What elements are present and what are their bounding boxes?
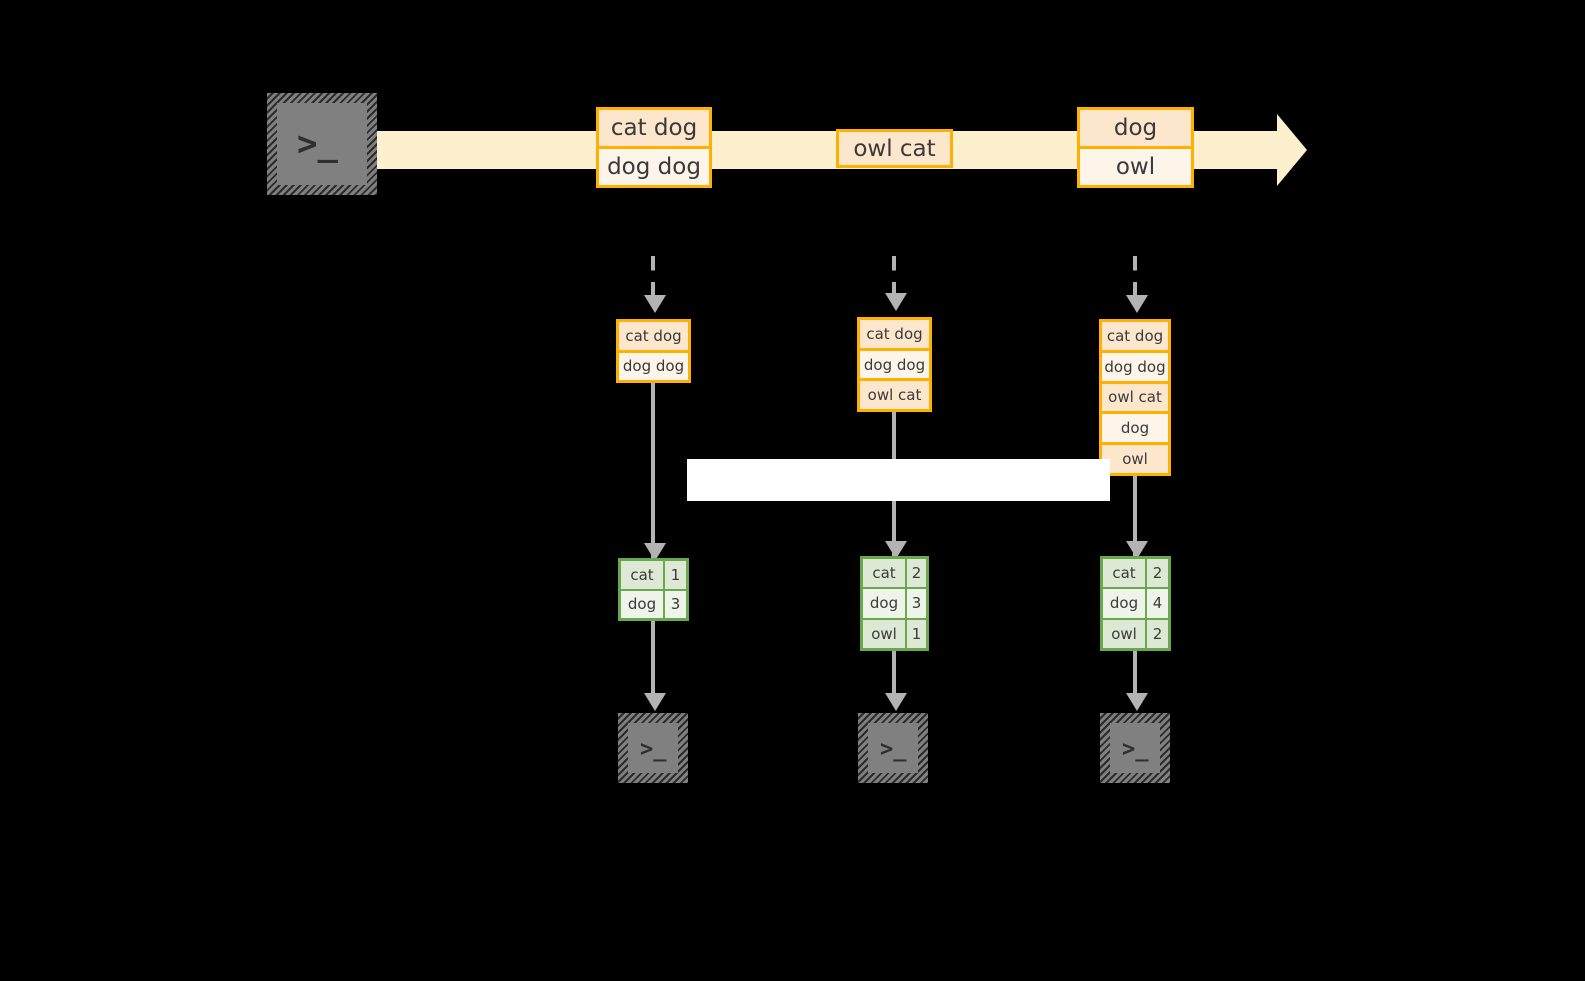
record-line: owl cat bbox=[839, 132, 950, 165]
record-line: owl bbox=[1080, 149, 1191, 185]
query-connector-arrowhead-icon bbox=[885, 541, 907, 559]
result-word: dog bbox=[621, 590, 665, 618]
stream-record: owl cat bbox=[836, 129, 953, 168]
snapshot-line: dog bbox=[1102, 414, 1168, 446]
table-row: cat 1 bbox=[621, 561, 686, 591]
table-row: dog 4 bbox=[1103, 589, 1168, 620]
snapshot-line: owl cat bbox=[860, 381, 929, 410]
result-count: 2 bbox=[907, 559, 926, 588]
snapshot-connector-dashed bbox=[651, 256, 655, 298]
sink-connector-arrowhead-icon bbox=[885, 693, 907, 711]
snapshot-stack: cat dog dog dog bbox=[616, 319, 691, 383]
result-word: dog bbox=[1103, 589, 1147, 618]
snapshot-line: owl bbox=[1102, 445, 1168, 473]
result-word: cat bbox=[1103, 559, 1147, 588]
result-count: 3 bbox=[665, 590, 686, 618]
result-count: 2 bbox=[1147, 619, 1168, 648]
terminal-screen bbox=[277, 103, 367, 185]
result-word: cat bbox=[621, 561, 665, 589]
table-row: cat 2 bbox=[863, 559, 926, 590]
snapshot-connector-dashed bbox=[892, 256, 896, 298]
terminal-prompt-label: >_ bbox=[1122, 737, 1149, 762]
table-row: dog 3 bbox=[621, 590, 686, 618]
table-row: owl 2 bbox=[1103, 619, 1168, 648]
sink-connector-arrowhead-icon bbox=[1126, 693, 1148, 711]
operator-label: word count query bbox=[687, 459, 1110, 501]
result-table: cat 1 dog 3 bbox=[618, 558, 689, 621]
snapshot-line: cat dog bbox=[860, 320, 929, 351]
result-word: cat bbox=[863, 559, 907, 588]
table-row: dog 3 bbox=[863, 589, 926, 620]
query-connector bbox=[651, 383, 655, 561]
snapshot-line: dog dog bbox=[1102, 352, 1168, 384]
stream-record: dog owl bbox=[1077, 107, 1194, 188]
operator-label-text: word count query bbox=[779, 464, 1018, 496]
snapshot-connector-arrowhead-icon bbox=[644, 295, 666, 313]
terminal-prompt-label: >_ bbox=[880, 737, 907, 762]
snapshot-connector-arrowhead-icon bbox=[1126, 295, 1148, 313]
sink-connector bbox=[892, 651, 896, 696]
sink-connector-arrowhead-icon bbox=[644, 693, 666, 711]
snapshot-line: dog dog bbox=[619, 352, 688, 380]
query-connector-arrowhead-icon bbox=[1126, 541, 1148, 559]
stream-arrowhead-icon bbox=[1277, 114, 1307, 186]
result-word: dog bbox=[863, 589, 907, 618]
terminal-screen bbox=[1110, 723, 1160, 773]
terminal-screen bbox=[628, 723, 678, 773]
query-connector-arrowhead-icon bbox=[644, 543, 666, 561]
sink-terminal-icon: >_ bbox=[858, 713, 928, 783]
snapshot-line: cat dog bbox=[1102, 322, 1168, 353]
snapshot-stack: cat dog dog dog owl cat dog owl bbox=[1099, 319, 1171, 476]
result-count: 1 bbox=[907, 619, 926, 648]
snapshot-connector-dashed bbox=[1133, 256, 1137, 298]
query-connector bbox=[1133, 476, 1137, 561]
result-count: 1 bbox=[665, 561, 686, 589]
result-table: cat 2 dog 3 owl 1 bbox=[860, 556, 929, 651]
table-row: cat 2 bbox=[1103, 559, 1168, 590]
snapshot-line: cat dog bbox=[619, 322, 688, 353]
table-row: owl 1 bbox=[863, 619, 926, 648]
snapshot-line: owl cat bbox=[1102, 383, 1168, 415]
sink-terminal-icon: >_ bbox=[618, 713, 688, 783]
sink-connector bbox=[651, 621, 655, 696]
result-count: 3 bbox=[907, 589, 926, 618]
snapshot-line: dog dog bbox=[860, 350, 929, 382]
result-word: owl bbox=[1103, 619, 1147, 648]
stream-record: cat dog dog dog bbox=[596, 107, 712, 188]
terminal-prompt-label: >_ bbox=[297, 124, 338, 164]
record-line: cat dog bbox=[599, 110, 709, 149]
record-line: dog dog bbox=[599, 149, 709, 185]
snapshot-stack: cat dog dog dog owl cat bbox=[857, 317, 932, 412]
sink-terminal-icon: >_ bbox=[1100, 713, 1170, 783]
sink-connector bbox=[1133, 651, 1137, 696]
result-count: 2 bbox=[1147, 559, 1168, 588]
result-count: 4 bbox=[1147, 589, 1168, 618]
result-word: owl bbox=[863, 619, 907, 648]
source-terminal-icon: >_ bbox=[267, 93, 377, 195]
result-table: cat 2 dog 4 owl 2 bbox=[1100, 556, 1171, 651]
snapshot-connector-arrowhead-icon bbox=[885, 293, 907, 311]
terminal-screen bbox=[868, 723, 918, 773]
terminal-prompt-label: >_ bbox=[640, 737, 667, 762]
record-line: dog bbox=[1080, 110, 1191, 149]
